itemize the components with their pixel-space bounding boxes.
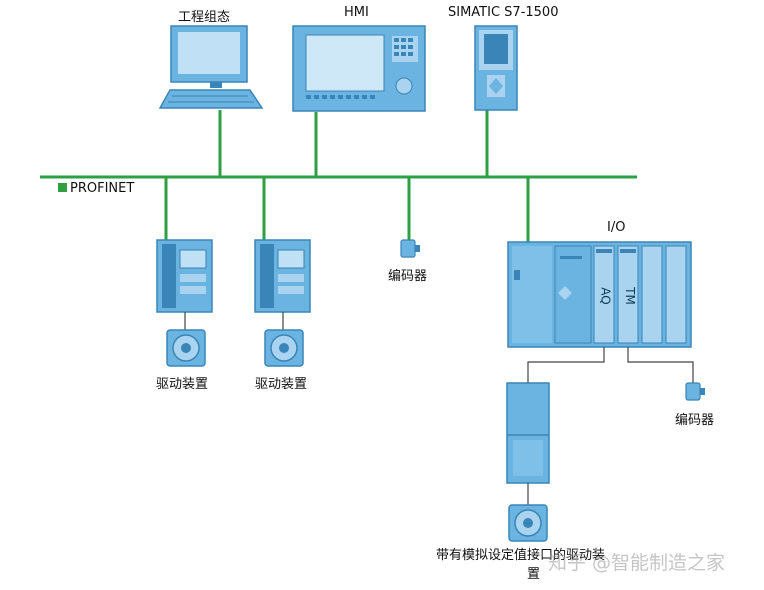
aq-module-label: AQ [598, 287, 613, 305]
analog-drive-label-line1: 带有模拟设定值接口的驱动装 [436, 548, 606, 563]
workstation-icon [158, 25, 264, 109]
s7-1500-cpu-icon [474, 25, 518, 111]
encoder-2-label: 编码器 [675, 413, 715, 428]
encoder-1-icon [400, 239, 420, 258]
drive-2-icon [254, 239, 311, 313]
hmi-label: HMI [344, 5, 369, 20]
drive-1-icon [156, 239, 213, 313]
hmi-panel-icon [292, 25, 426, 112]
profinet-legend-square [58, 183, 67, 192]
plc-label: SIMATIC S7-1500 [448, 5, 559, 20]
motor-2-icon [264, 329, 304, 367]
motor-1-icon [166, 329, 206, 367]
workstation-label: 工程组态 [178, 10, 231, 25]
tm-to-encoder-2-wire [627, 347, 694, 383]
profinet-label: PROFINET [70, 181, 135, 196]
analog-drive-label-line2: 置 [527, 567, 541, 582]
aq-to-analog-drive-wire [527, 347, 605, 383]
io-label: I/O [607, 220, 626, 235]
motor-3-icon [508, 504, 548, 542]
encoder-1-label: 编码器 [388, 269, 428, 284]
encoder-2-icon [685, 382, 705, 401]
drive-1-label: 驱动装置 [156, 377, 209, 392]
analog-drive-icon [506, 382, 550, 484]
drive-2-label: 驱动装置 [255, 377, 308, 392]
watermark-text: 知乎 @智能制造之家 [548, 552, 726, 574]
io-rack-icon [507, 241, 692, 348]
tm-module-label: TM [622, 287, 637, 305]
